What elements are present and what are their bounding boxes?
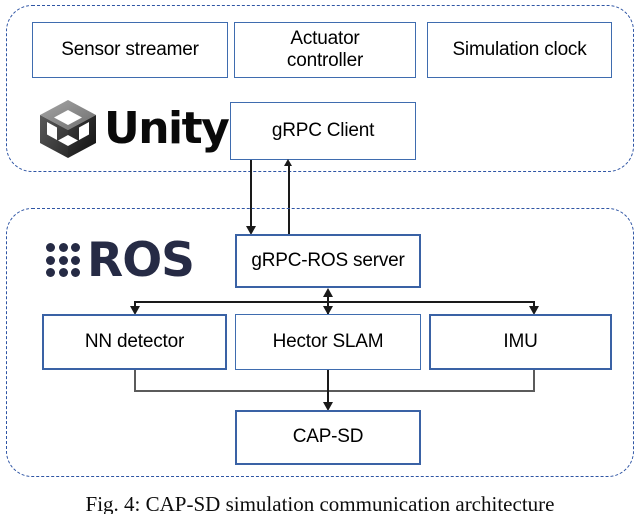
ros-logo: ROS bbox=[46, 232, 195, 288]
box-simulation-clock-label: Simulation clock bbox=[452, 38, 587, 60]
box-cap-sd-label: CAP-SD bbox=[292, 426, 364, 448]
connector-imu-to-merge-line bbox=[533, 370, 535, 392]
box-sensor-streamer-label: Sensor streamer bbox=[61, 38, 199, 60]
connector-server-bus-stub bbox=[327, 292, 329, 314]
box-grpc-client-label: gRPC Client bbox=[271, 119, 375, 141]
box-nn-detector-label: NN detector bbox=[84, 330, 185, 352]
connector-bus-to-nn-arrow bbox=[129, 306, 140, 315]
connector-grpcclient-to-server-arrow bbox=[245, 226, 256, 235]
connector-merge-bus bbox=[134, 390, 535, 392]
connector-server-to-grpcclient-arrow bbox=[283, 159, 292, 166]
box-imu-label: IMU bbox=[503, 330, 538, 352]
unity-logo: Unity bbox=[36, 98, 230, 160]
box-grpc-client[interactable]: gRPC Client bbox=[230, 102, 416, 160]
connector-bus-to-nn-line bbox=[134, 301, 136, 310]
box-grpc-ros-server-label: gRPC-ROS server bbox=[251, 249, 405, 271]
box-nn-detector[interactable]: NN detector bbox=[42, 314, 227, 370]
box-actuator-controller-label: Actuator controller bbox=[286, 27, 364, 71]
unity-group-container bbox=[6, 5, 634, 172]
box-grpc-ros-server[interactable]: gRPC-ROS server bbox=[235, 234, 421, 288]
figure-caption: Fig. 4: CAP-SD simulation communication … bbox=[85, 492, 555, 514]
ros-group-container bbox=[6, 208, 634, 477]
box-imu[interactable]: IMU bbox=[429, 314, 612, 370]
connector-bus-to-imu-arrow bbox=[528, 306, 539, 315]
connector-grpcclient-to-server-line bbox=[250, 160, 252, 230]
box-sensor-streamer[interactable]: Sensor streamer bbox=[32, 22, 228, 78]
unity-cube-icon bbox=[40, 100, 96, 158]
ros-dot-grid-icon bbox=[46, 243, 80, 277]
connector-merge-to-capsd-line bbox=[327, 370, 329, 408]
box-hector-slam[interactable]: Hector SLAM bbox=[235, 314, 421, 370]
connector-nn-to-merge-line bbox=[134, 370, 136, 392]
ros-wordmark: ROS bbox=[87, 232, 195, 288]
connector-merge-to-capsd-arrow bbox=[322, 402, 333, 411]
connector-server-to-grpcclient-line bbox=[288, 165, 290, 288]
connector-server-bus-up-arrow bbox=[322, 288, 333, 297]
connector-distribution-bus bbox=[134, 301, 534, 303]
connector-bus-to-imu-line bbox=[533, 301, 535, 310]
connector-server-to-slam-arrow bbox=[322, 306, 333, 315]
box-hector-slam-label: Hector SLAM bbox=[272, 330, 384, 352]
box-cap-sd[interactable]: CAP-SD bbox=[235, 410, 421, 465]
unity-wordmark: Unity bbox=[104, 103, 230, 154]
box-simulation-clock[interactable]: Simulation clock bbox=[427, 22, 612, 78]
box-actuator-controller[interactable]: Actuator controller bbox=[234, 22, 416, 78]
